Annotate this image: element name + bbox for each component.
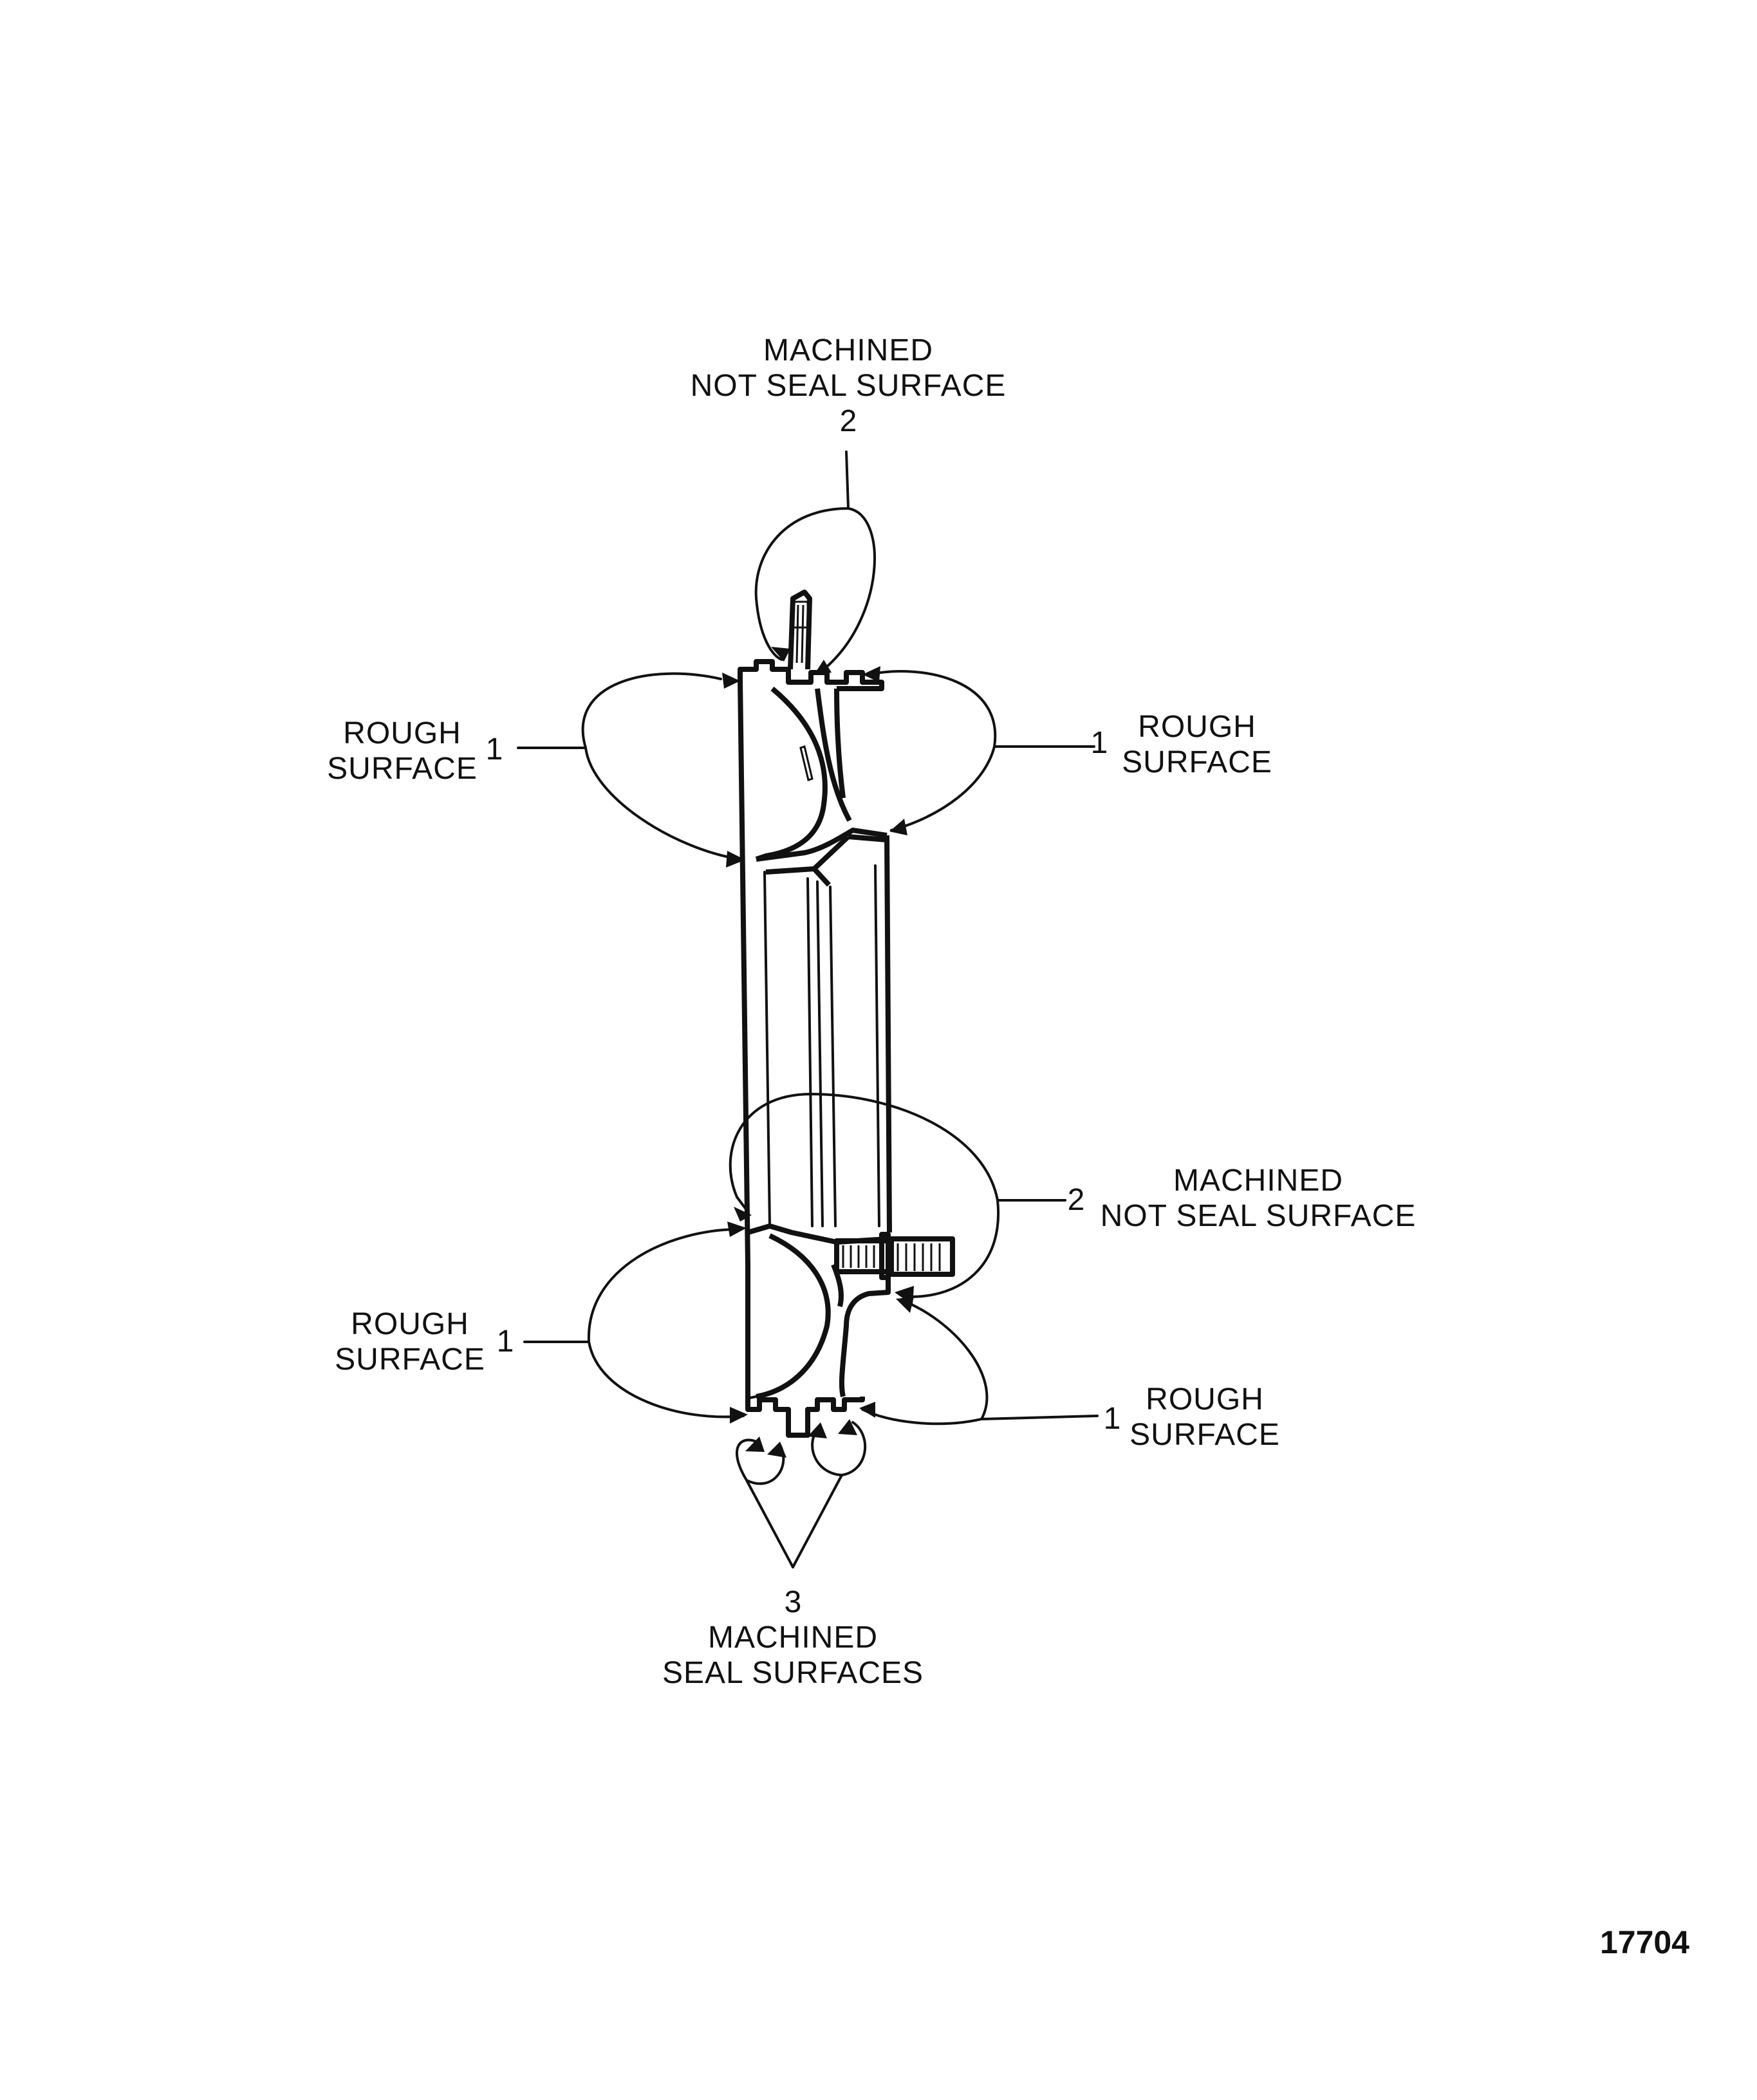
upper-right-callout-line1: ROUGH	[1138, 710, 1256, 744]
lower-left-callout-line1: ROUGH	[351, 1307, 469, 1341]
upper-left-callout-number: 1	[486, 732, 503, 767]
upper-right-leader	[868, 670, 1095, 832]
top-leader	[754, 451, 876, 671]
gasket-cross-section	[738, 590, 955, 1438]
arrowhead	[726, 851, 745, 868]
arrowhead	[896, 1297, 914, 1313]
mid-right-callout-line1: MACHINED	[1173, 1164, 1343, 1198]
lower-left-callout-number: 1	[497, 1324, 514, 1359]
top-callout-line1: MACHINED	[763, 333, 933, 367]
lower-right-callout-line2: SURFACE	[1130, 1418, 1280, 1452]
bottom-leader-left	[735, 1438, 794, 1568]
upper-left-leader	[517, 672, 741, 860]
upper-right-callout-number: 1	[1091, 726, 1108, 760]
upper-left-callout-line2: SURFACE	[327, 752, 478, 786]
bottom-callout-number: 3	[785, 1585, 802, 1619]
bottom-leader-right	[792, 1421, 867, 1568]
upper-right-callout-line2: SURFACE	[1122, 745, 1272, 779]
bottom-callout-line1: MACHINED	[708, 1621, 878, 1655]
arrowhead	[808, 1422, 827, 1438]
lower-left-leader	[523, 1228, 745, 1418]
arrowhead	[771, 647, 790, 662]
lower-right-callout-line1: ROUGH	[1146, 1382, 1264, 1417]
arrowhead	[767, 1442, 786, 1458]
arrowhead	[722, 673, 740, 689]
mid-right-callout-number: 2	[1068, 1183, 1085, 1217]
arrowhead	[889, 819, 907, 835]
top-callout-line2: NOT SEAL SURFACE	[691, 369, 1007, 403]
stud-bolt	[834, 1232, 955, 1280]
mid-right-callout-line2: NOT SEAL SURFACE	[1101, 1199, 1417, 1233]
arrowhead	[859, 1402, 875, 1418]
top-callout-number: 2	[840, 404, 857, 438]
lower-right-leader	[861, 1299, 1099, 1426]
arrowhead	[814, 660, 832, 674]
arrowhead	[734, 1207, 752, 1222]
lower-left-callout-line2: SURFACE	[335, 1343, 485, 1377]
figure-number: 17704	[1600, 1924, 1689, 1960]
arrowhead	[838, 1419, 857, 1435]
mid-right-leader	[729, 1093, 1066, 1298]
leader-lines	[517, 451, 1099, 1568]
bottom-callout-line2: SEAL SURFACES	[662, 1656, 924, 1690]
arrowhead	[727, 1222, 747, 1237]
arrowhead	[862, 666, 880, 682]
lower-right-callout-number: 1	[1104, 1402, 1121, 1436]
upper-left-callout-line1: ROUGH	[343, 716, 461, 750]
arrowhead	[730, 1407, 748, 1424]
arrowhead	[745, 1436, 765, 1452]
